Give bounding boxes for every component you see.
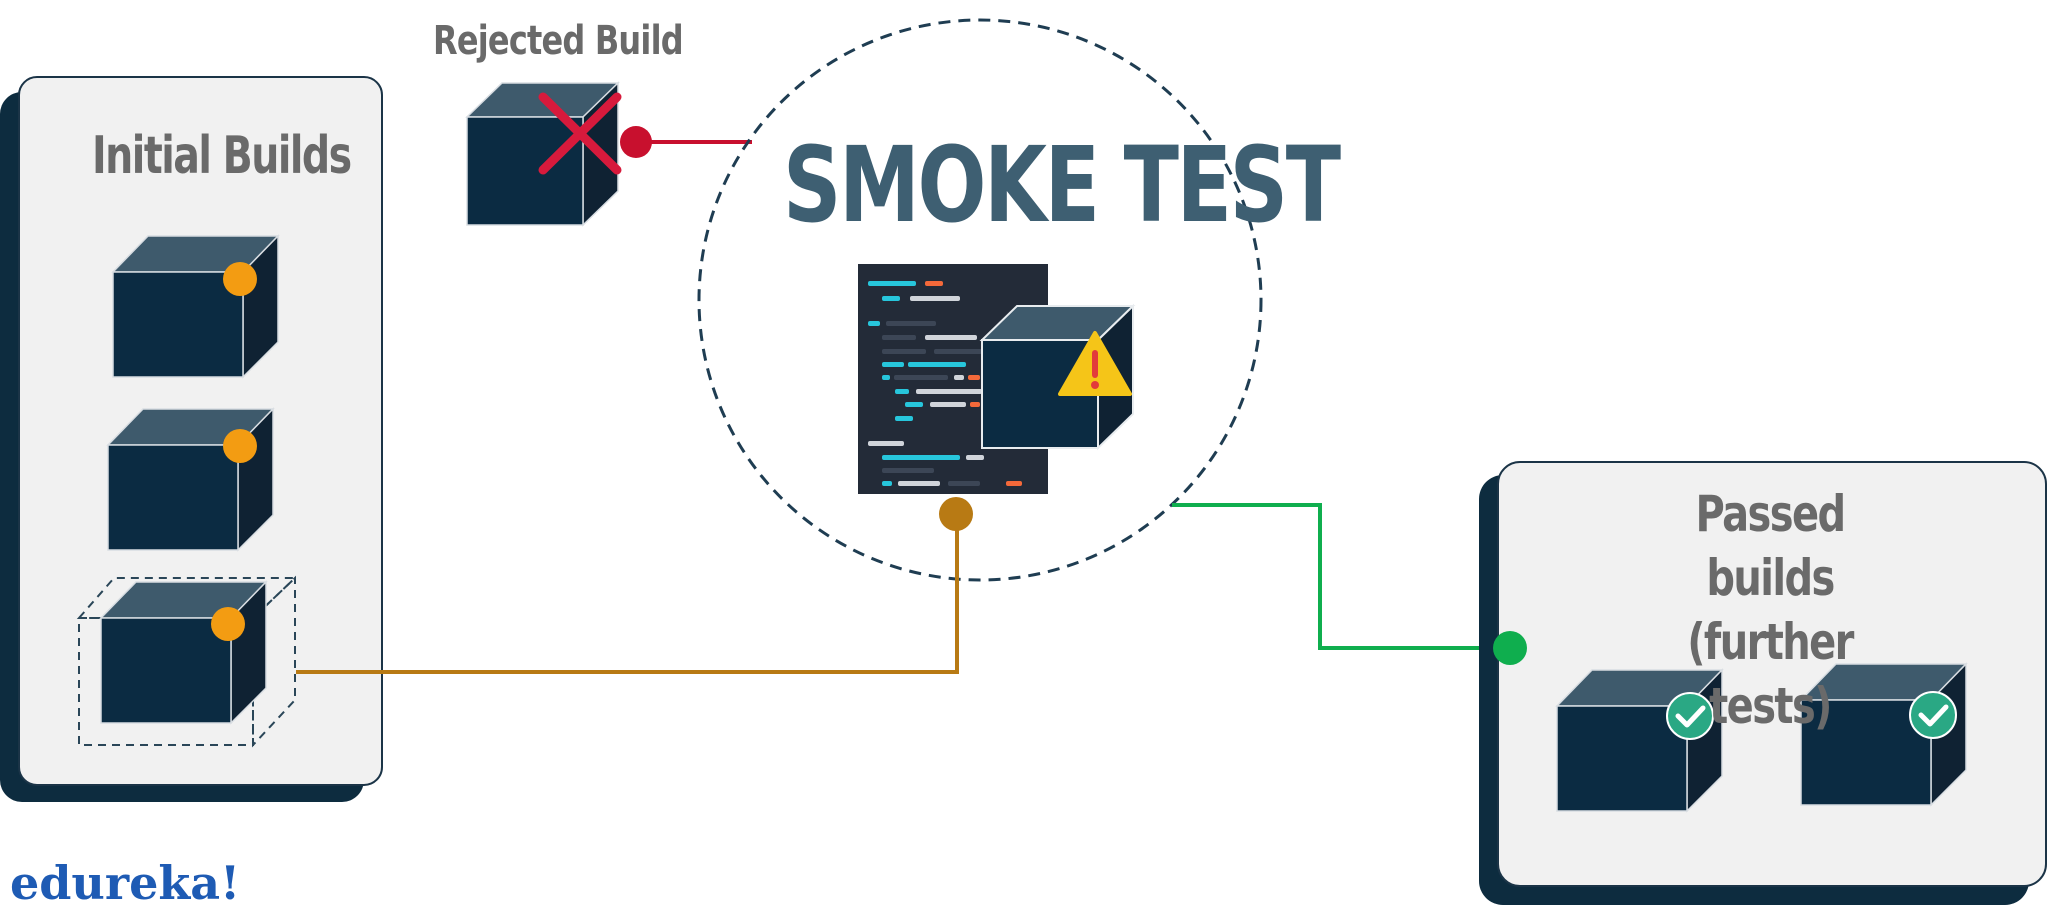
passed-builds-label: Passed builds (further tests) [1634,482,1906,738]
rejected-build-cube [465,81,620,227]
reject-connector [620,126,752,158]
pending-dot-2 [223,429,257,463]
pass-entry-dot [1493,631,1527,665]
initial-build-cube-2 [107,408,274,551]
test-connector [296,497,973,674]
warning-icon [1058,331,1132,396]
rejected-build-label: Rejected Build [433,18,684,64]
initial-build-cube-1 [112,235,279,378]
passed-builds-label-line2: (further tests) [1687,613,1854,735]
smoke-test-title: SMOKE TEST [783,124,1341,246]
checkmark-icon [1666,692,1714,740]
reject-x-icon [538,92,622,175]
smoke-test-boundary [697,18,1263,582]
initial-build-cube-3 [100,581,267,724]
pending-dot-3 [211,607,245,641]
pending-dot-1 [223,262,257,296]
checkmark-icon [1909,691,1957,739]
initial-builds-label: Initial Builds [92,126,352,186]
pass-connector [1172,503,1510,650]
brand-logo: edureka! [10,856,241,910]
passed-builds-label-line1: Passed builds [1695,485,1846,607]
